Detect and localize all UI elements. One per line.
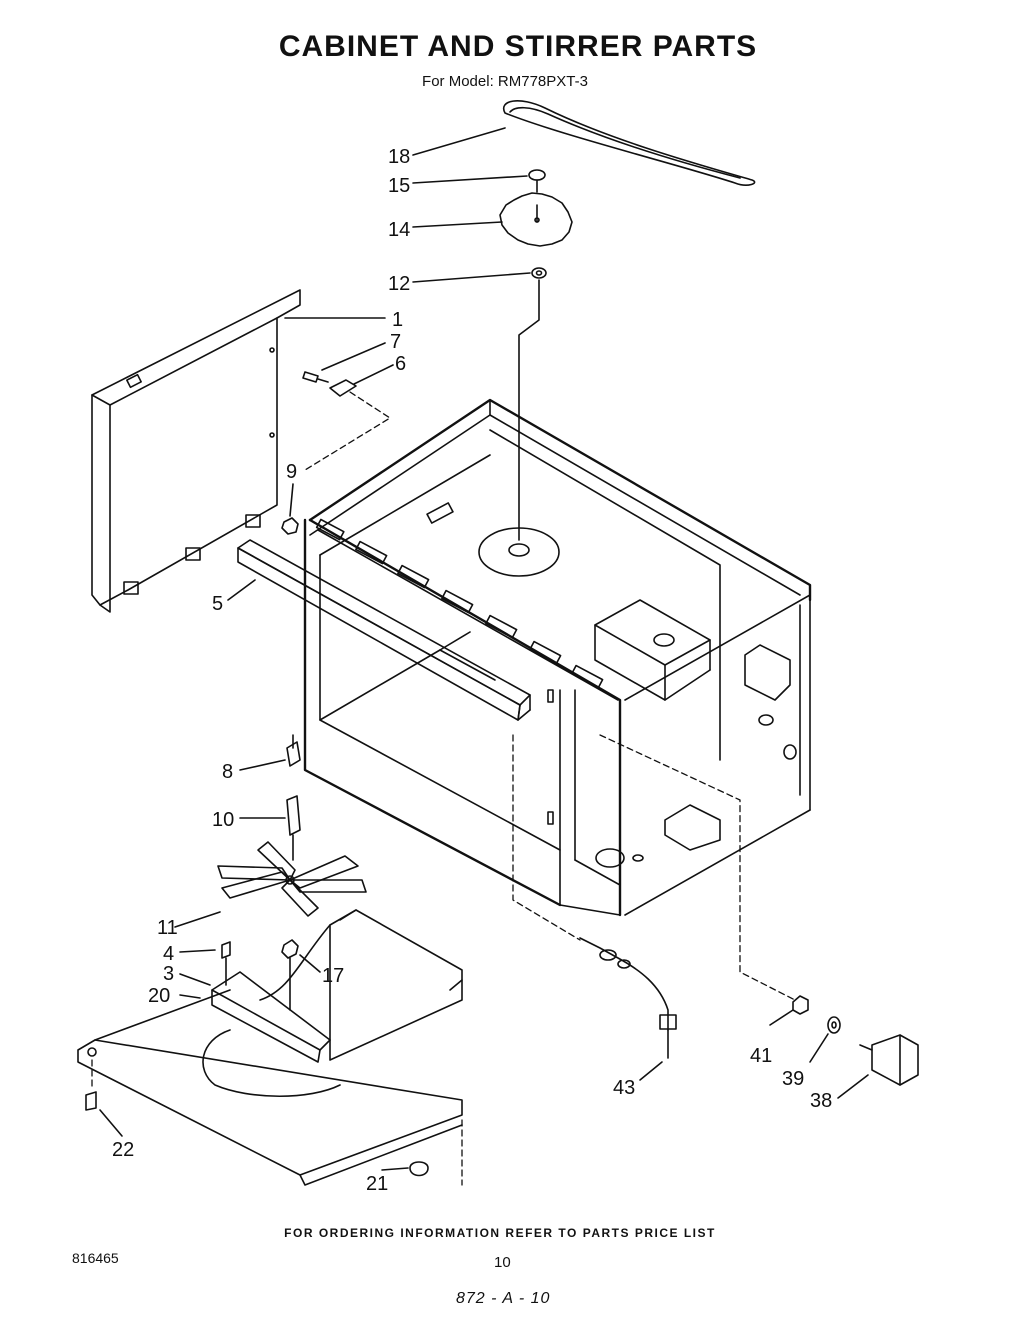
part-38-switch <box>871 1034 919 1086</box>
callout-7: 7 <box>390 331 401 353</box>
callout-22: 22 <box>112 1139 134 1161</box>
callout-18: 18 <box>388 146 410 168</box>
part-14-stirrer <box>499 192 573 247</box>
callout-10: 10 <box>212 809 234 831</box>
part-11-fan <box>217 841 367 917</box>
callout-21: 21 <box>366 1173 388 1195</box>
page-title: CABINET AND STIRRER PARTS <box>278 30 758 63</box>
cabinet-cavity <box>303 398 812 917</box>
part-18-belt <box>502 100 756 186</box>
part-4-fastener <box>221 941 231 959</box>
page-number: 10 <box>494 1254 511 1271</box>
callout-5: 5 <box>212 593 223 615</box>
part-15-clip <box>528 169 546 181</box>
ordering-note: FOR ORDERING INFORMATION REFER TO PARTS … <box>284 1226 716 1240</box>
callout-4: 4 <box>163 943 174 965</box>
part-41-nut <box>792 995 809 1015</box>
callout-17: 17 <box>322 965 344 987</box>
part-39-washer <box>827 1016 841 1034</box>
part-21-foot <box>409 1161 429 1177</box>
leader-lines <box>99 127 869 1171</box>
part-43-probe <box>579 937 669 1031</box>
part-1-side-panel <box>91 289 301 606</box>
callout-38: 38 <box>810 1090 832 1112</box>
part-3-air-duct <box>259 909 463 1061</box>
callout-9: 9 <box>286 461 297 483</box>
callout-11: 11 <box>157 917 178 939</box>
callout-14: 14 <box>388 219 410 241</box>
part-7-screw <box>302 371 319 383</box>
callout-8: 8 <box>222 761 233 783</box>
callout-15: 15 <box>388 175 410 197</box>
callout-41: 41 <box>750 1045 772 1067</box>
callout-12: 12 <box>388 273 410 295</box>
model-subtitle: For Model: RM778PXT-3 <box>422 73 588 90</box>
document-number: 816465 <box>72 1250 119 1266</box>
part-20-bracket <box>211 971 331 1063</box>
part-12-washer <box>531 267 547 279</box>
part-10-shaft <box>286 795 301 836</box>
part-18-belt-inner <box>509 106 741 179</box>
callout-39: 39 <box>782 1068 804 1090</box>
callout-6: 6 <box>395 353 406 375</box>
part-9-nut <box>281 517 299 535</box>
callout-20: 20 <box>148 985 170 1007</box>
part-22-bottom-plate <box>77 1039 463 1176</box>
handwritten-code: 872 - A - 10 <box>456 1290 551 1307</box>
callout-1: 1 <box>392 309 403 331</box>
callout-43: 43 <box>613 1077 635 1099</box>
part-6-bracket <box>329 379 357 397</box>
callout-3: 3 <box>163 963 174 985</box>
part-17-nut <box>281 939 299 959</box>
